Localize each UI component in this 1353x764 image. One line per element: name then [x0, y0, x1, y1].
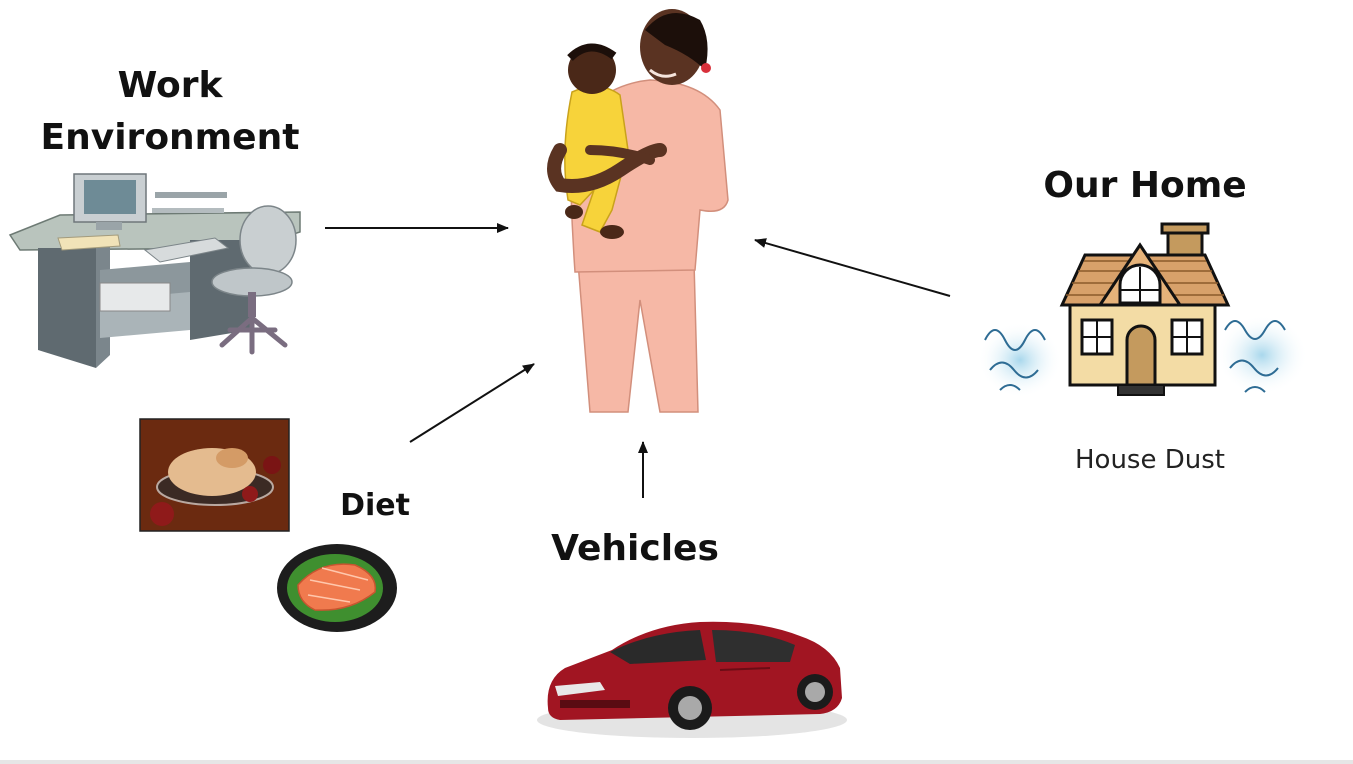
car-icon — [537, 621, 847, 738]
arrows — [325, 223, 951, 498]
vehicles-label: Vehicles — [551, 528, 719, 569]
diet-label: Diet — [340, 488, 410, 523]
house-dust-label: House Dust — [1075, 445, 1225, 475]
house-icon — [978, 222, 1308, 398]
bottom-divider — [0, 760, 1353, 764]
arrow-home-to-mother — [754, 238, 951, 297]
salmon-plate-icon — [277, 544, 397, 632]
office-desk-icon — [8, 173, 301, 368]
roast-chicken-icon — [139, 418, 290, 532]
work-environment-label: Work Environment — [40, 65, 300, 158]
arrow-diet-to-mother — [409, 363, 535, 443]
mother-baby-figure — [547, 9, 729, 413]
our-home-label: Our Home — [1043, 165, 1247, 206]
